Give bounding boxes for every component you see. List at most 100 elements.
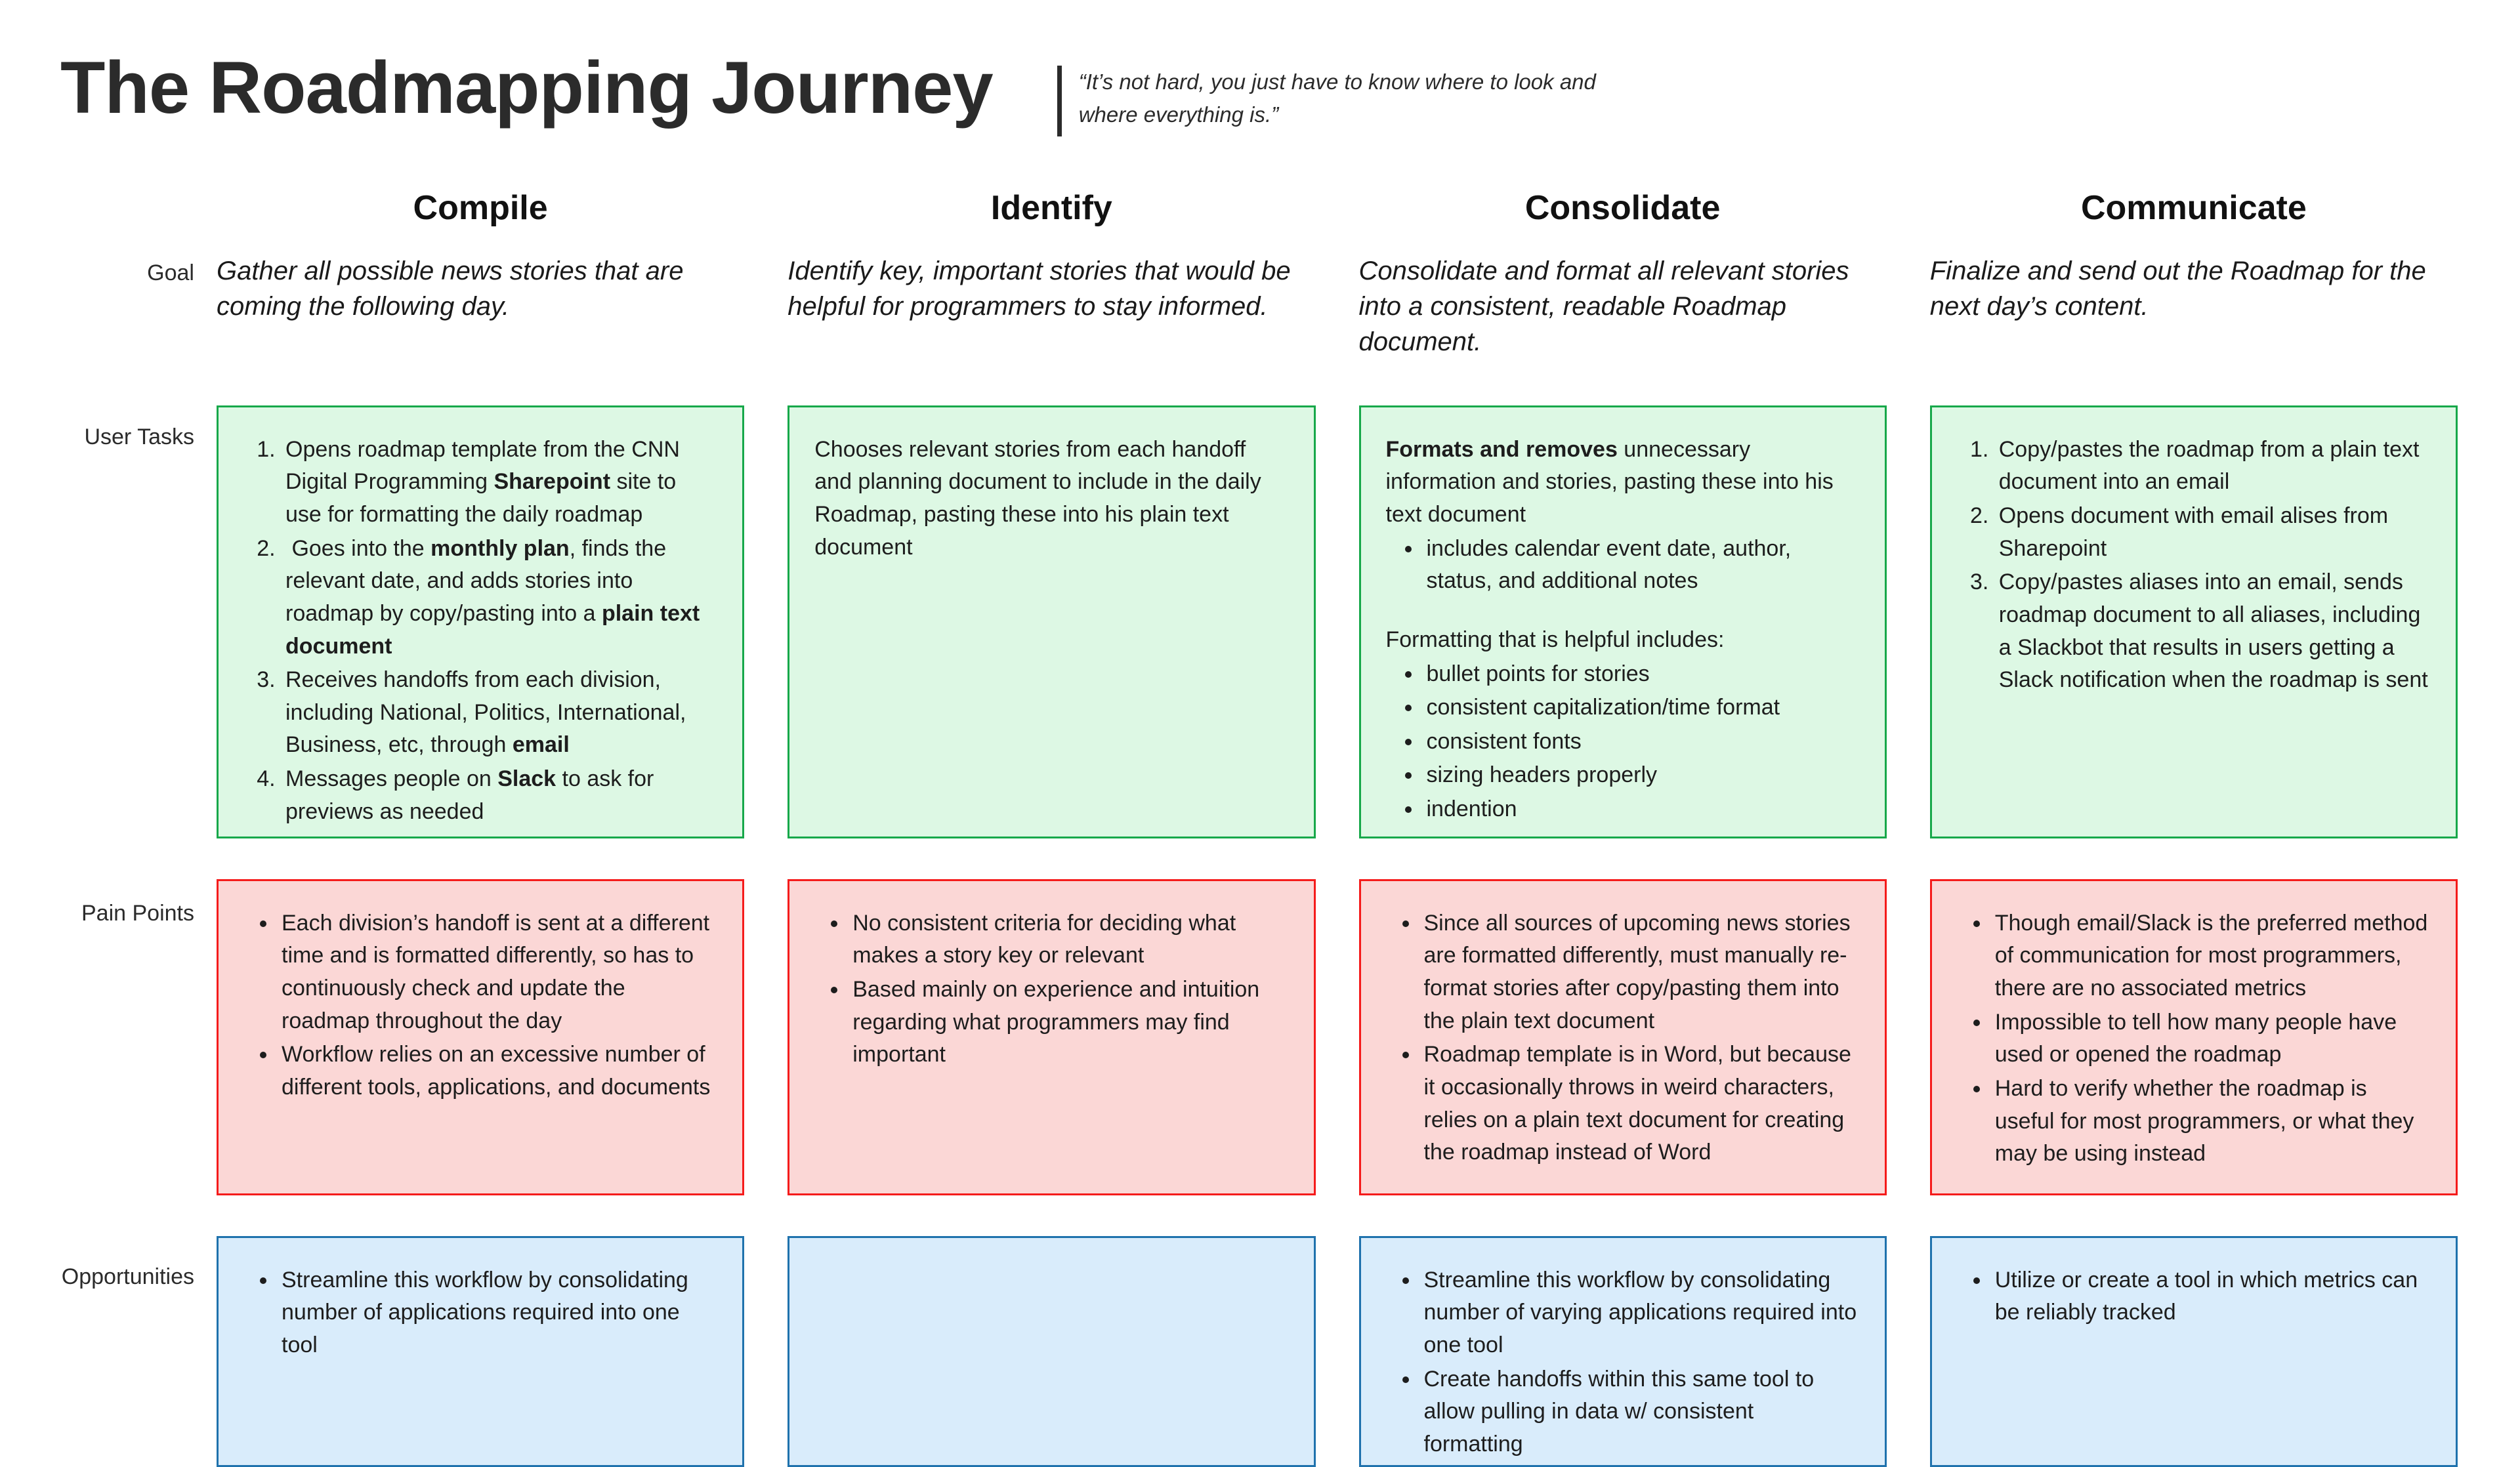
- user-tasks-box-consolidate[interactable]: Formats and removes unnecessary informat…: [1358, 405, 1887, 838]
- list-item: Each division’s handoff is sent at a dif…: [278, 907, 715, 1038]
- user-tasks-formatting-heading-consolidate: Formatting that is helpful includes:: [1385, 627, 1725, 652]
- quote-accent-bar: [1057, 66, 1062, 136]
- pain-points-cell-identify: No consistent criteria for deciding what…: [788, 878, 1316, 1195]
- list-item: indention: [1423, 793, 1857, 826]
- pain-points-list-consolidate: Since all sources of upcoming news stori…: [1386, 907, 1857, 1169]
- row-label-pain-points: Pain Points: [81, 900, 194, 926]
- opportunities-box-identify[interactable]: [788, 1235, 1316, 1467]
- phase-title-compile: Compile: [413, 189, 548, 227]
- list-item: Copy/pastes aliases into an email, sends…: [1995, 566, 2428, 697]
- opportunities-box-compile[interactable]: Streamline this workflow by consolidatin…: [217, 1235, 745, 1467]
- list-item: No consistent criteria for deciding what…: [849, 907, 1286, 972]
- list-item: Since all sources of upcoming news stori…: [1420, 907, 1857, 1038]
- user-tasks-box-compile[interactable]: Opens roadmap template from the CNN Digi…: [217, 405, 745, 838]
- list-item: Copy/pastes the roadmap from a plain tex…: [1995, 434, 2428, 499]
- opportunities-box-consolidate[interactable]: Streamline this workflow by consolidatin…: [1358, 1235, 1887, 1467]
- user-tasks-list-compile: Opens roadmap template from the CNN Digi…: [243, 434, 715, 829]
- list-item: Workflow relies on an excessive number o…: [278, 1039, 715, 1104]
- user-tasks-row: User Tasks Opens roadmap template from t…: [0, 405, 2520, 838]
- list-item: Streamline this workflow by consolidatin…: [1420, 1264, 1857, 1362]
- goal-cell-communicate: Finalize and send out the Roadmap for th…: [1930, 253, 2458, 360]
- pain-points-box-consolidate[interactable]: Since all sources of upcoming news stori…: [1358, 878, 1887, 1195]
- list-item: Based mainly on experience and intuition…: [849, 974, 1286, 1071]
- phase-header-row: Compile Identify Consolidate Communicate: [0, 189, 2520, 228]
- page-title: The Roadmapping Journey: [60, 47, 994, 129]
- goal-text-consolidate: Consolidate and format all relevant stor…: [1358, 256, 1849, 356]
- phase-cells: Compile Identify Consolidate Communicate: [217, 189, 2520, 228]
- user-tasks-formatting-bullets-consolidate: bullet points for storiesconsistent capi…: [1386, 658, 1857, 826]
- list-item: consistent fonts: [1423, 726, 1857, 758]
- row-label-opportunities: Opportunities: [61, 1264, 194, 1289]
- list-item: Create handoffs within this same tool to…: [1420, 1363, 1857, 1461]
- phase-column-communicate: Communicate: [1930, 189, 2458, 228]
- list-item: includes calendar event date, author, st…: [1423, 533, 1857, 598]
- pain-points-cell-compile: Each division’s handoff is sent at a dif…: [217, 878, 745, 1195]
- pain-points-box-identify[interactable]: No consistent criteria for deciding what…: [788, 878, 1316, 1195]
- opportunities-cell-communicate: Utilize or create a tool in which metric…: [1929, 1235, 2458, 1467]
- list-item: Streamline this workflow by consolidatin…: [278, 1264, 715, 1362]
- user-tasks-cells: Opens roadmap template from the CNN Digi…: [217, 405, 2520, 838]
- opportunities-cell-compile: Streamline this workflow by consolidatin…: [217, 1235, 745, 1467]
- pain-points-box-communicate[interactable]: Though email/Slack is the preferred meth…: [1929, 878, 2458, 1195]
- opportunities-row: Opportunities Streamline this workflow b…: [0, 1235, 2520, 1467]
- user-tasks-cell-identify: Chooses relevant stories from each hando…: [788, 405, 1316, 838]
- pain-points-box-compile[interactable]: Each division’s handoff is sent at a dif…: [217, 878, 745, 1195]
- list-item: Opens roadmap template from the CNN Digi…: [282, 434, 715, 531]
- goal-text-communicate: Finalize and send out the Roadmap for th…: [1929, 256, 2426, 321]
- phase-title-identify: Identify: [990, 189, 1112, 227]
- quote-text: “It’s not hard, you just have to know wh…: [1078, 70, 1596, 127]
- phase-title-communicate: Communicate: [2080, 189, 2307, 227]
- opportunities-cell-consolidate: Streamline this workflow by consolidatin…: [1358, 1235, 1887, 1467]
- pain-points-list-communicate: Though email/Slack is the preferred meth…: [1957, 907, 2428, 1170]
- goal-cell-compile: Gather all possible news stories that ar…: [217, 253, 744, 360]
- list-item: Goes into the monthly plan, finds the re…: [282, 533, 715, 663]
- list-item: Roadmap template is in Word, but because…: [1420, 1039, 1857, 1169]
- user-tasks-intro-bullets-consolidate: includes calendar event date, author, st…: [1386, 533, 1857, 598]
- phase-column-compile: Compile: [217, 189, 744, 228]
- list-item: bullet points for stories: [1423, 658, 1857, 691]
- row-label-goal: Goal: [147, 260, 194, 285]
- list-item: Opens document with email alises from Sh…: [1995, 500, 2428, 565]
- list-item: consistent capitalization/time format: [1423, 692, 1857, 724]
- list-item: sizing headers properly: [1423, 759, 1857, 792]
- journey-grid: Compile Identify Consolidate Communicate…: [0, 189, 2520, 1467]
- pain-points-cell-consolidate: Since all sources of upcoming news stori…: [1358, 878, 1887, 1195]
- user-tasks-list-communicate: Copy/pastes the roadmap from a plain tex…: [1957, 434, 2428, 697]
- list-item: Though email/Slack is the preferred meth…: [1991, 907, 2428, 1005]
- phase-column-consolidate: Consolidate: [1359, 189, 1887, 228]
- opportunities-list-consolidate: Streamline this workflow by consolidatin…: [1386, 1264, 1857, 1461]
- list-item: Hard to verify whether the roadmap is us…: [1991, 1073, 2428, 1170]
- pain-points-list-identify: No consistent criteria for deciding what…: [814, 907, 1286, 1071]
- goal-row: Goal Gather all possible news stories th…: [0, 253, 2520, 360]
- goal-cell-identify: Identify key, important stories that wou…: [788, 253, 1315, 360]
- row-label-user-tasks: User Tasks: [84, 424, 194, 449]
- opportunities-list-communicate: Utilize or create a tool in which metric…: [1957, 1264, 2428, 1329]
- goal-cell-consolidate: Consolidate and format all relevant stor…: [1359, 253, 1887, 360]
- phase-column-identify: Identify: [788, 189, 1315, 228]
- pain-points-row: Pain Points Each division’s handoff is s…: [0, 878, 2520, 1195]
- pain-points-cells: Each division’s handoff is sent at a dif…: [217, 878, 2520, 1195]
- opportunities-cell-identify: [788, 1235, 1316, 1467]
- opportunities-cells: Streamline this workflow by consolidatin…: [217, 1235, 2520, 1467]
- header-quote: “It’s not hard, you just have to know wh…: [1057, 66, 1604, 136]
- list-item: Messages people on Slack to ask for prev…: [282, 763, 715, 828]
- goal-cells: Gather all possible news stories that ar…: [217, 253, 2520, 360]
- goal-text-compile: Gather all possible news stories that ar…: [217, 256, 684, 321]
- user-tasks-text-identify: Chooses relevant stories from each hando…: [814, 436, 1261, 560]
- pain-points-cell-communicate: Though email/Slack is the preferred meth…: [1929, 878, 2458, 1195]
- user-tasks-cell-consolidate: Formats and removes unnecessary informat…: [1358, 405, 1887, 838]
- user-tasks-intro-consolidate: Formats and removes unnecessary informat…: [1385, 436, 1834, 527]
- list-item: Receives handoffs from each division, in…: [282, 664, 715, 762]
- phase-title-consolidate: Consolidate: [1524, 189, 1721, 227]
- goal-text-identify: Identify key, important stories that wou…: [788, 256, 1291, 321]
- list-item: Impossible to tell how many people have …: [1991, 1006, 2428, 1071]
- spacer: [1386, 599, 1857, 624]
- user-tasks-box-communicate[interactable]: Copy/pastes the roadmap from a plain tex…: [1929, 405, 2458, 838]
- pain-points-list-compile: Each division’s handoff is sent at a dif…: [243, 907, 715, 1104]
- opportunities-box-communicate[interactable]: Utilize or create a tool in which metric…: [1929, 1235, 2458, 1467]
- user-tasks-box-identify[interactable]: Chooses relevant stories from each hando…: [788, 405, 1316, 838]
- list-item: Utilize or create a tool in which metric…: [1991, 1264, 2428, 1329]
- user-tasks-cell-communicate: Copy/pastes the roadmap from a plain tex…: [1929, 405, 2458, 838]
- user-tasks-cell-compile: Opens roadmap template from the CNN Digi…: [217, 405, 745, 838]
